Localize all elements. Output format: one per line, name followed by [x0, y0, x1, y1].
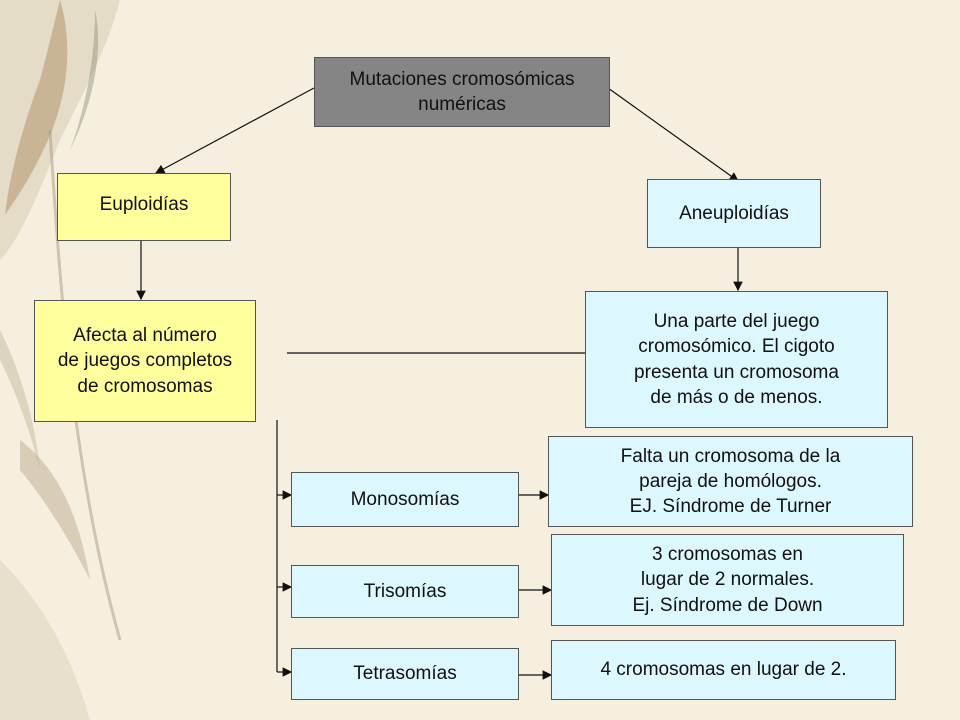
aneuploidias-box: Aneuploidías [647, 179, 821, 248]
euploidias-label: Euploidías [99, 194, 189, 215]
monosomias-desc-line-2: pareja de homólogos. [639, 470, 822, 492]
monosomias-label: Monosomías [350, 488, 460, 510]
monosomias-desc-line-3: EJ. Síndrome de Turner [629, 496, 832, 518]
euploid-desc-line-2: de juegos completos [57, 350, 233, 372]
aneuploidias-label: Aneuploidías [679, 202, 789, 224]
aneuploid-desc-box: Una parte del juego cromosómico. El cigo… [585, 291, 888, 428]
aneuploid-desc-line-4: de más o de menos. [650, 386, 823, 408]
root-line-1: Mutaciones cromosómicas [349, 68, 575, 90]
trisomias-desc-line-1: 3 cromosomas en [651, 544, 803, 566]
trisomias-box: Trisomías [291, 565, 519, 618]
root-line-2: numéricas [418, 94, 506, 115]
arrow-root-aneuploid [607, 87, 739, 182]
tetrasomias-label: Tetrasomías [353, 663, 457, 685]
monosomias-desc-box: Falta un cromosoma de la pareja de homól… [548, 436, 913, 527]
euploid-desc-box: Afecta al número de juegos completos de … [34, 300, 256, 422]
tetrasomias-desc-line-1: 4 cromosomas en lugar de 2. [600, 659, 847, 681]
euploidias-box: Euploidías [57, 173, 231, 241]
euploid-desc-line-1: Afecta al número [73, 325, 217, 347]
aneuploid-desc-line-3: presenta un cromosoma [634, 361, 839, 383]
euploid-desc-line-3: de cromosomas [77, 375, 213, 397]
monosomias-box: Monosomías [291, 472, 519, 527]
arrow-root-euploid [154, 87, 315, 174]
root-box: Mutaciones cromosómicas numéricas [314, 57, 610, 127]
aneuploid-desc-line-2: cromosómico. El cigoto [638, 336, 835, 358]
tetrasomias-box: Tetrasomías [291, 648, 519, 700]
trisomias-desc-box: 3 cromosomas en lugar de 2 normales. Ej.… [551, 534, 904, 626]
trisomias-label: Trisomías [363, 580, 447, 602]
tetrasomias-desc-box: 4 cromosomas en lugar de 2. [551, 640, 896, 700]
trisomias-desc-line-2: lugar de 2 normales. [640, 569, 815, 591]
monosomias-desc-line-1: Falta un cromosoma de la [620, 445, 841, 467]
aneuploid-desc-line-1: Una parte del juego [653, 311, 820, 333]
trisomias-desc-line-3: Ej. Síndrome de Down [632, 594, 823, 616]
